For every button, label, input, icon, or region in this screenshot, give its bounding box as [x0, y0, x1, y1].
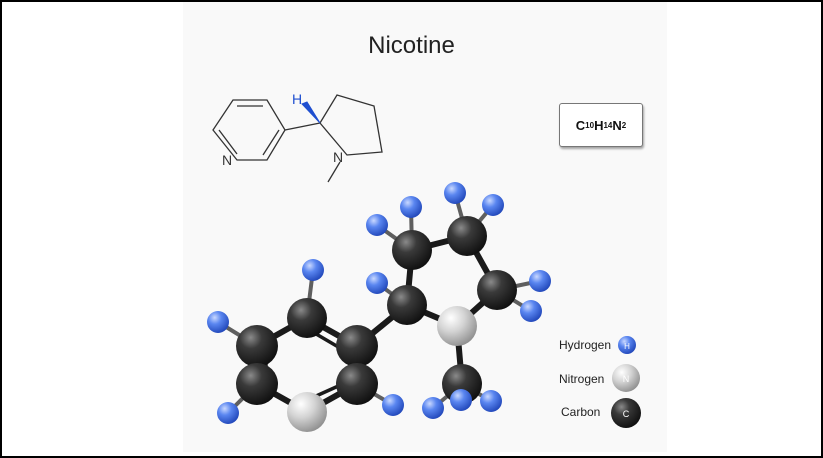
hydrogen-atom — [366, 272, 388, 294]
pyridine-ring — [212, 99, 286, 161]
pyrrolidine-ring — [319, 94, 383, 156]
hydrogen-atom — [444, 182, 466, 204]
formula-count-h: 14 — [603, 120, 613, 130]
carbon-atom — [477, 270, 517, 310]
formula-element-h: H — [594, 117, 604, 133]
carbon-atom — [287, 298, 327, 338]
hydrogen-atom — [450, 389, 472, 411]
formula-element-c: C — [575, 117, 586, 133]
carbon-atom — [336, 363, 378, 405]
formula-element-n: N — [612, 117, 622, 133]
nitrogen-atom — [437, 306, 477, 346]
hydrogen-atom — [480, 390, 502, 412]
hydrogen-legend-icon — [618, 336, 636, 354]
hydrogen-atom — [482, 194, 504, 216]
hydrogen-atom — [400, 196, 422, 218]
ring-link-bond — [284, 122, 321, 131]
carbon-atom — [336, 325, 378, 367]
legend-symbol-nitrogen: N — [623, 374, 630, 384]
carbon-atom — [387, 285, 427, 325]
nitrogen-legend-icon — [612, 364, 640, 392]
legend-symbol-carbon: C — [623, 409, 630, 419]
hydrogen-atom — [302, 259, 324, 281]
hydrogen-atom — [366, 214, 388, 236]
hydrogen-atom — [422, 397, 444, 419]
legend-label-hydrogen: Hydrogen — [559, 338, 611, 352]
formula-count-c: 10 — [585, 120, 595, 130]
model-heavy-atoms — [236, 216, 517, 432]
stereo-wedge-bond — [301, 101, 321, 124]
carbon-atom — [392, 230, 432, 270]
molecule-title: Nicotine — [368, 32, 455, 59]
hydrogen-atom — [207, 311, 229, 333]
pyridine-double-bond-3 — [218, 129, 238, 155]
carbon-legend-icon — [611, 398, 641, 428]
carbon-atom — [447, 216, 487, 256]
skeletal-structure — [212, 94, 383, 183]
formula-count-n: 2 — [621, 120, 627, 130]
hydrogen-atom — [382, 394, 404, 416]
hydrogen-atom — [217, 402, 239, 424]
carbon-atom — [236, 325, 278, 367]
legend-label-nitrogen: Nitrogen — [559, 372, 604, 386]
pyridine-double-bond-2 — [262, 129, 280, 156]
pyrrolidine-n-label: N — [333, 149, 343, 165]
hydrogen-atom — [520, 300, 542, 322]
legend-label-carbon: Carbon — [561, 405, 600, 419]
pyridine-n-label: N — [222, 152, 232, 168]
model-hydrogen-atoms — [207, 182, 551, 424]
stereo-h-label: H — [292, 91, 302, 107]
atom-legend: Hydrogen H Nitrogen N Carbon C — [559, 336, 641, 428]
hydrogen-atom — [529, 270, 551, 292]
n-methyl-bond — [327, 161, 341, 183]
nitrogen-atom — [287, 392, 327, 432]
legend-symbol-hydrogen: H — [624, 342, 630, 351]
carbon-atom — [236, 363, 278, 405]
